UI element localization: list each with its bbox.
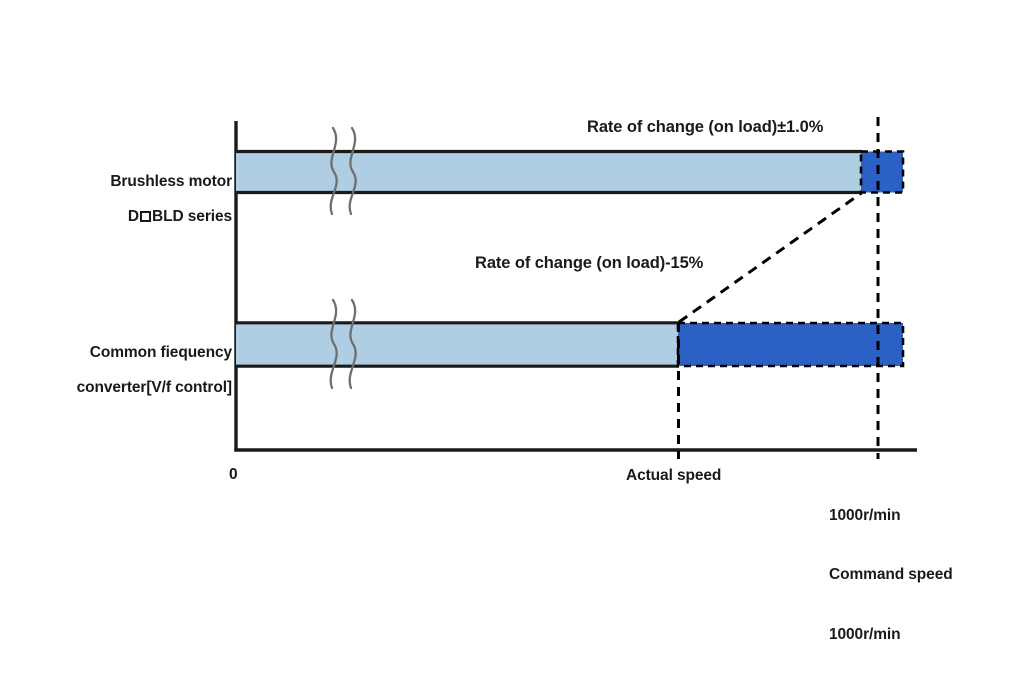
square-glyph-icon — [140, 211, 152, 223]
row-label-brushless-suffix: BLD series — [152, 208, 232, 226]
command-speed-value-bottom: 1000r/min — [829, 625, 901, 643]
bar-brushless-actual-speed — [236, 151, 861, 193]
annotation-rate-of-change-brushless: Rate of change (on load)±1.0% — [587, 118, 824, 136]
row-label-brushless-line1: Brushless motor — [110, 172, 232, 190]
leader-line-deviation — [678, 191, 863, 324]
row-label-converter-line1: Common fiequency — [89, 343, 232, 361]
bar-converter-actual-speed — [236, 323, 679, 366]
row-label-brushless-prefix: D — [127, 208, 140, 226]
row-label-frequency-converter: Common fiequency converter[V/f control] — [73, 326, 233, 433]
axis-tick-label-actual-speed: Actual speed — [626, 467, 722, 484]
diagram-canvas: Brushless motor D BLD series Common fiequ… — [73, 117, 953, 643]
bar-brushless-deviation-block — [861, 151, 903, 193]
row-label-converter-line2: converter[V/f control] — [76, 379, 233, 397]
bar-brushless-deviation-outline — [859, 150, 905, 194]
axis-origin-label: 0 — [229, 466, 238, 483]
command-speed-caption: Command speed — [829, 566, 953, 584]
bar-converter-deviation-outline — [676, 321, 905, 368]
row-label-brushless-motor: Brushless motor D BLD series — [94, 155, 232, 262]
axis-tick-label-command-speed: 1000r/min Command speed 1000r/min — [829, 466, 953, 684]
command-speed-value-top: 1000r/min — [829, 506, 901, 524]
annotation-rate-of-change-converter: Rate of change (on load)-15% — [475, 254, 704, 272]
axis-break-squiggle-row1 — [329, 126, 357, 216]
bar-group-frequency-converter — [236, 298, 905, 390]
bar-group-brushless-motor — [236, 126, 905, 216]
speed-deviation-diagram — [234, 117, 917, 459]
row-label-brushless-line2: D BLD series — [94, 208, 232, 226]
axis-break-squiggle-row2 — [329, 298, 357, 390]
bar-converter-deviation-block — [678, 323, 903, 366]
